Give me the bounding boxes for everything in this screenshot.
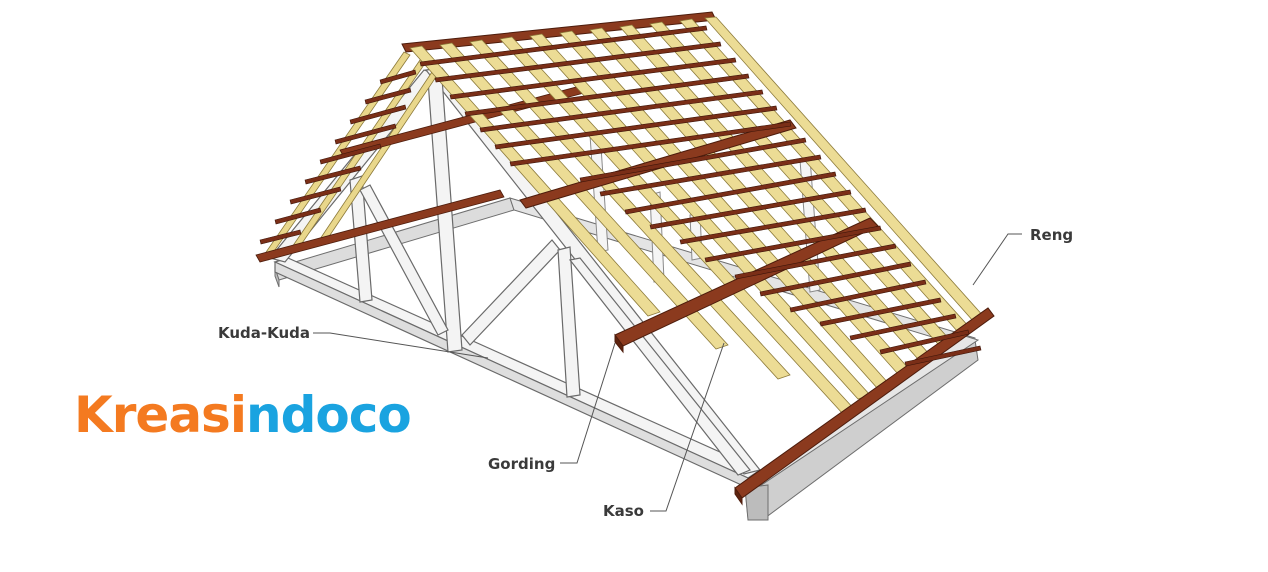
- label-gording: Gording: [488, 455, 556, 473]
- left-strut: [349, 175, 373, 303]
- right-strut: [461, 239, 561, 346]
- logo-text-orange: Kreasi: [74, 386, 247, 444]
- label-kuda-kuda: Kuda-Kuda: [218, 324, 311, 342]
- leader-lines: [313, 233, 1022, 512]
- leader-kuda-kuda: [313, 332, 489, 359]
- reng-battens: [419, 25, 982, 367]
- leader-reng: [972, 233, 1022, 286]
- label-kaso: Kaso: [603, 502, 644, 520]
- leader-kaso: [650, 342, 725, 512]
- label-reng: Reng: [1030, 226, 1074, 244]
- kreasindoco-logo: Kreasindoco: [74, 390, 412, 440]
- ring-beam-corner: [744, 484, 769, 521]
- logo-text-blue: ndoco: [245, 386, 412, 444]
- leader-gording: [560, 342, 616, 464]
- left-slope: [255, 51, 585, 263]
